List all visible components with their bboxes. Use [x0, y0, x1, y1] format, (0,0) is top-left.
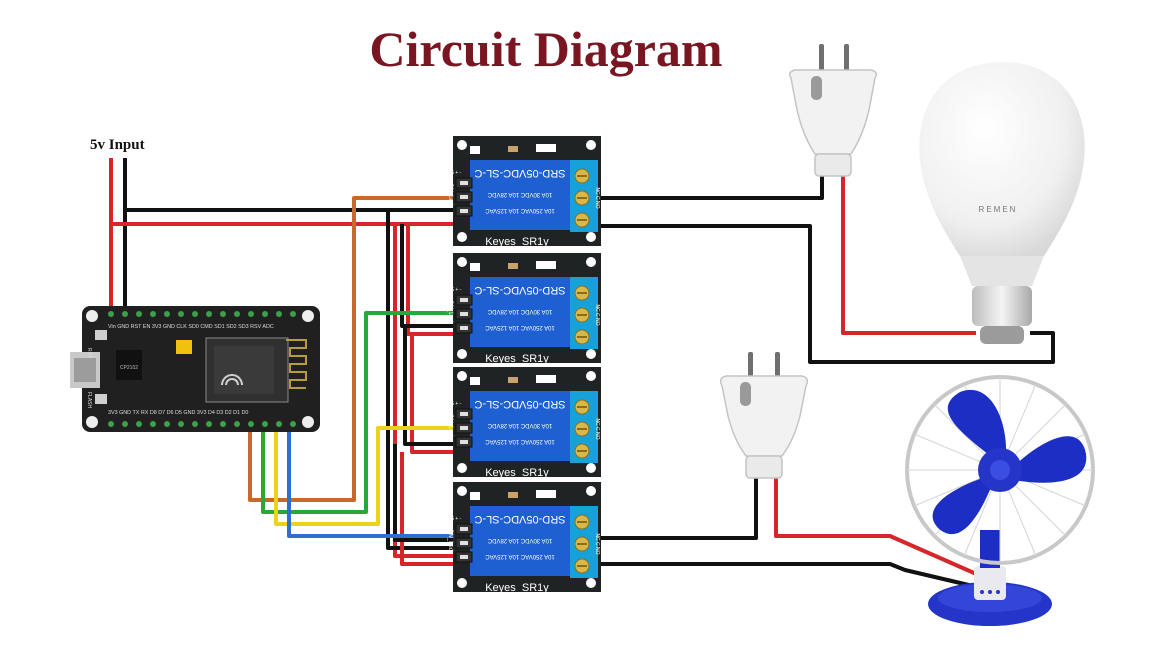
wire-drop-red	[393, 224, 462, 558]
wire-r4-nc	[582, 478, 758, 540]
relay-brand-label: Keyes_SR1y	[485, 582, 549, 594]
relay-rating-line1: 10A 250VAC 10A 125VAC	[485, 324, 555, 330]
relay-rating-line1: 10A 250VAC 10A 125VAC	[485, 207, 555, 213]
relay-led-label: ON_Led	[447, 414, 453, 436]
relay-module: SRD-05VDC-SL-C 10A 30VDC 10A 28VDC 10A 250…	[447, 482, 601, 594]
wire-signal-yellow	[274, 426, 462, 526]
relay-rating-line1: 10A 250VAC 10A 125VAC	[485, 553, 555, 559]
nodemcu-chip-label: CP2102	[120, 365, 138, 371]
relay-rating-line1: 10A 250VAC 10A 125VAC	[485, 438, 555, 444]
wire-plug1-red	[841, 176, 976, 335]
wire-signal-orange	[248, 196, 462, 502]
wire-plug2-red	[774, 478, 991, 582]
relay-brand-label: Keyes_SR1y	[485, 353, 549, 365]
relay-pin-labels-left: S + -	[451, 170, 462, 176]
relay-pin-labels-left: S + -	[451, 287, 462, 293]
wires	[109, 158, 1055, 592]
light-bulb-icon: REMEN	[919, 62, 1085, 344]
wire-drop-black-2	[400, 224, 462, 328]
relay-model-label: SRD-05VDC-SL-C	[474, 513, 565, 525]
relay-brand-label: Keyes_SR1y	[485, 236, 549, 248]
wall-plug-icon	[788, 44, 878, 177]
relay-pin-labels-left: S + -	[451, 516, 462, 522]
nodemcu-top-pin-labels: Vin GND RST EN 3V3 GND CLK SD0 CMD SD1 S…	[108, 324, 274, 330]
wire-r4-no	[582, 562, 991, 592]
relay-pin-labels-right: NC C NO	[594, 418, 600, 439]
page-title: Circuit Diagram	[369, 21, 722, 77]
relay-rating-line2: 10A 30VDC 10A 28VDC	[487, 308, 552, 314]
wire-drop-black-3	[403, 326, 462, 446]
wire-r1-no	[582, 224, 1055, 364]
relay-pin-labels-right: NC C NO	[594, 533, 600, 554]
relay-module: SRD-05VDC-SL-C 10A 30VDC 10A 28VDC 10A 250…	[447, 253, 601, 365]
bulb-brand: REMEN	[979, 205, 1018, 214]
wire-drop-black-4	[393, 444, 462, 542]
table-fan-icon	[905, 375, 1095, 626]
relay-module: SRD-05VDC-SL-C 10A 30VDC 10A 28VDC 10A 250…	[447, 367, 601, 479]
nodemcu-bottom-pins	[108, 421, 296, 427]
relay-pin-labels-right: NC C NO	[594, 304, 600, 325]
wire-signal-blue	[287, 428, 462, 538]
nodemcu-board: Vin GND RST EN 3V3 GND CLK SD0 CMD SD1 S…	[70, 306, 320, 432]
wall-plug-icon	[719, 352, 809, 479]
relay-rating-line2: 10A 30VDC 10A 28VDC	[487, 422, 552, 428]
wire-drop-red-2	[406, 224, 462, 336]
relay-led-label: ON_Led	[447, 183, 453, 205]
wire-signal-green	[261, 311, 462, 514]
relay-module: SRD-05VDC-SL-C 10A 30VDC 10A 28VDC 10A 250…	[447, 136, 601, 248]
relay-model-label: SRD-05VDC-SL-C	[474, 167, 565, 179]
relay-pin-labels-left: S + -	[451, 401, 462, 407]
wire-drop-red-3	[410, 334, 462, 454]
wire-drop-red-4	[400, 452, 462, 566]
relay-model-label: SRD-05VDC-SL-C	[474, 284, 565, 296]
wire-r1-nc	[582, 176, 824, 200]
relay-led-label: ON_Led	[447, 300, 453, 322]
power-input-label: 5v Input	[90, 137, 145, 153]
relay-rating-line2: 10A 30VDC 10A 28VDC	[487, 191, 552, 197]
nodemcu-flash-label: FLASH	[86, 392, 92, 409]
relay-led-label: ON_Led	[447, 529, 453, 551]
relay-modules: SRD-05VDC-SL-C 10A 30VDC 10A 28VDC 10A 250…	[447, 136, 601, 594]
relay-brand-label: Keyes_SR1y	[485, 467, 549, 479]
nodemcu-bottom-pin-labels: 3V3 GND TX RX D8 D7 D6 D5 GND 3V3 D4 D3 …	[108, 410, 248, 416]
wifi-icon	[221, 374, 243, 386]
nodemcu-top-pins	[108, 311, 296, 317]
relay-model-label: SRD-05VDC-SL-C	[474, 398, 565, 410]
nodemcu-rst-label: RST	[86, 348, 92, 358]
relay-rating-line2: 10A 30VDC 10A 28VDC	[487, 537, 552, 543]
wire-drop-black	[386, 210, 462, 550]
relay-pin-labels-right: NC C NO	[594, 187, 600, 208]
